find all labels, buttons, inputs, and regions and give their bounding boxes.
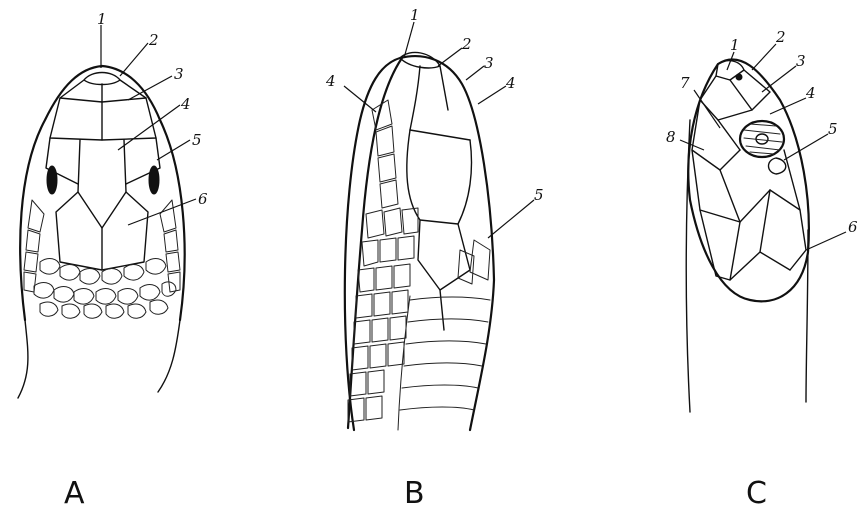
panel-b-label: B (404, 476, 425, 511)
panel-c-callout-2: 2 (775, 28, 786, 46)
panel-b-callout-4: 4 (505, 74, 516, 92)
panel-a-callout-4: 4 (180, 95, 191, 113)
panel-c-callout-1: 1 (730, 36, 740, 54)
panel-c-drawing (680, 44, 846, 412)
panel-c-callout-8: 8 (666, 128, 676, 146)
panel-b-callouts: 1 2 3 4 4 5 (325, 6, 544, 204)
panel-c-callout-6: 6 (848, 218, 858, 236)
panel-a-callout-5: 5 (192, 131, 202, 149)
panel-b-callout-1: 1 (410, 6, 420, 24)
panel-a-callout-1: 1 (97, 10, 107, 28)
panel-b-callout-3: 3 (484, 54, 494, 72)
panel-b-callout-4-left: 4 (325, 72, 336, 90)
panel-c-callout-3: 3 (796, 52, 806, 70)
panel-a-callout-2: 2 (148, 31, 159, 49)
panel-a-callout-6: 6 (198, 190, 208, 208)
panel-c-callout-5: 5 (828, 120, 838, 138)
panel-a-callout-3: 3 (174, 65, 184, 83)
panel-a-label: A (64, 476, 85, 511)
panel-c-label: C (746, 476, 767, 511)
panel-b-callout-2: 2 (461, 35, 472, 53)
panel-b-callout-5: 5 (534, 186, 544, 204)
panel-c-callout-4: 4 (805, 84, 816, 102)
panel-c-callout-7: 7 (680, 74, 690, 92)
panel-a-drawing (18, 25, 196, 398)
